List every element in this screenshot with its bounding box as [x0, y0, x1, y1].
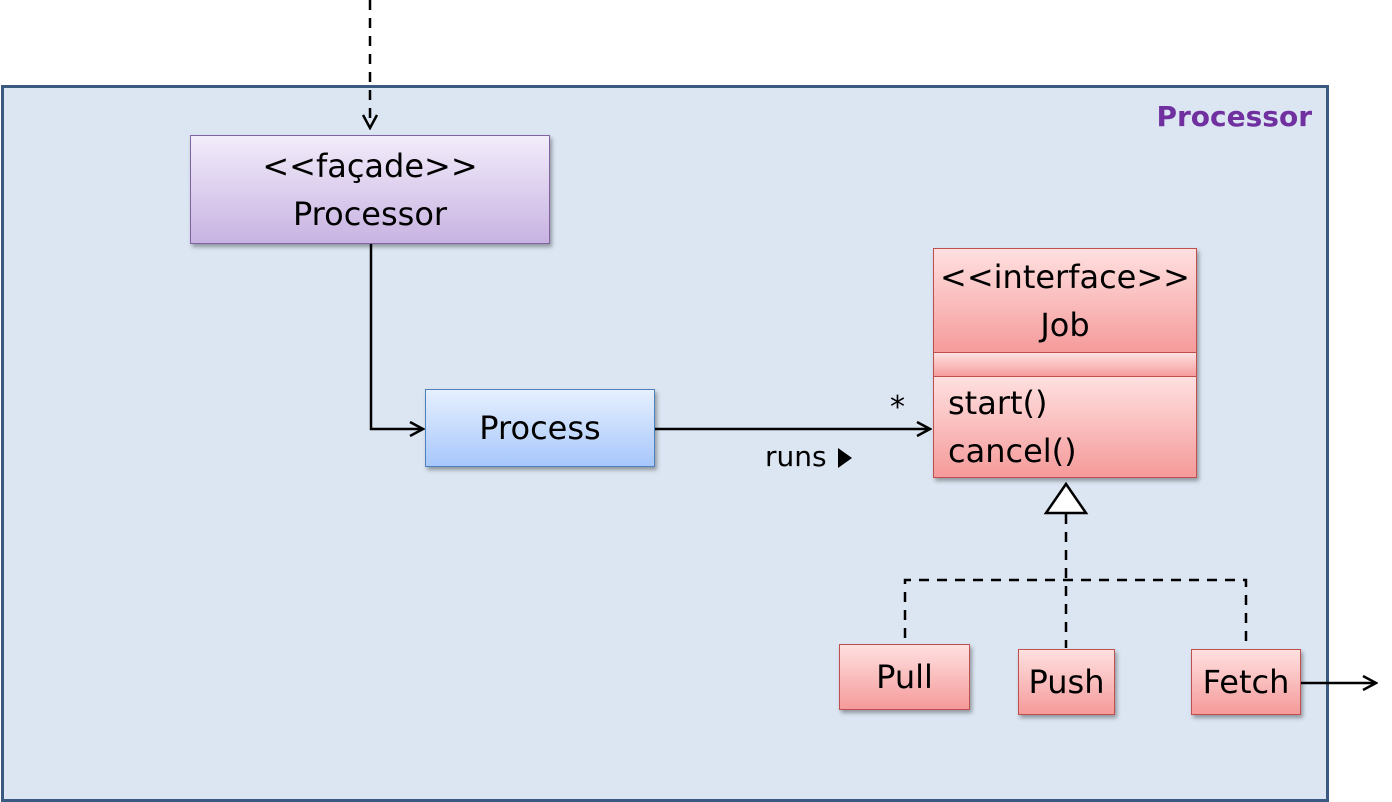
- facade-processor-class: <<façade>> Processor: [190, 135, 550, 244]
- multiplicity-label: *: [890, 390, 905, 425]
- push-class: Push: [1018, 649, 1115, 715]
- process-name: Process: [479, 409, 601, 447]
- facade-to-process-line: [369, 244, 423, 429]
- fetch-class: Fetch: [1191, 649, 1301, 715]
- runs-label: runs: [765, 440, 827, 473]
- job-header: <<interface>> Job: [933, 248, 1197, 354]
- facade-name: Processor: [292, 194, 448, 233]
- pull-class: Pull: [839, 644, 970, 710]
- job-attributes: [933, 352, 1197, 378]
- push-name: Push: [1028, 663, 1105, 701]
- package-title: Processor: [1156, 100, 1312, 133]
- realization-triangle: [1043, 481, 1089, 515]
- operation-start: start(): [948, 384, 1048, 422]
- pull-name: Pull: [876, 658, 933, 696]
- job-operations: start() cancel(): [933, 376, 1197, 478]
- direction-triangle-icon: [838, 448, 852, 468]
- realization-branch: [903, 578, 1248, 648]
- job-name: Job: [1040, 306, 1090, 344]
- fetch-name: Fetch: [1202, 663, 1290, 701]
- facade-stereotype: <<façade>>: [262, 146, 478, 185]
- operation-cancel: cancel(): [948, 432, 1077, 470]
- job-stereotype: <<interface>>: [940, 258, 1190, 296]
- process-class: Process: [425, 389, 655, 467]
- job-interface: <<interface>> Job start() cancel(): [933, 248, 1197, 478]
